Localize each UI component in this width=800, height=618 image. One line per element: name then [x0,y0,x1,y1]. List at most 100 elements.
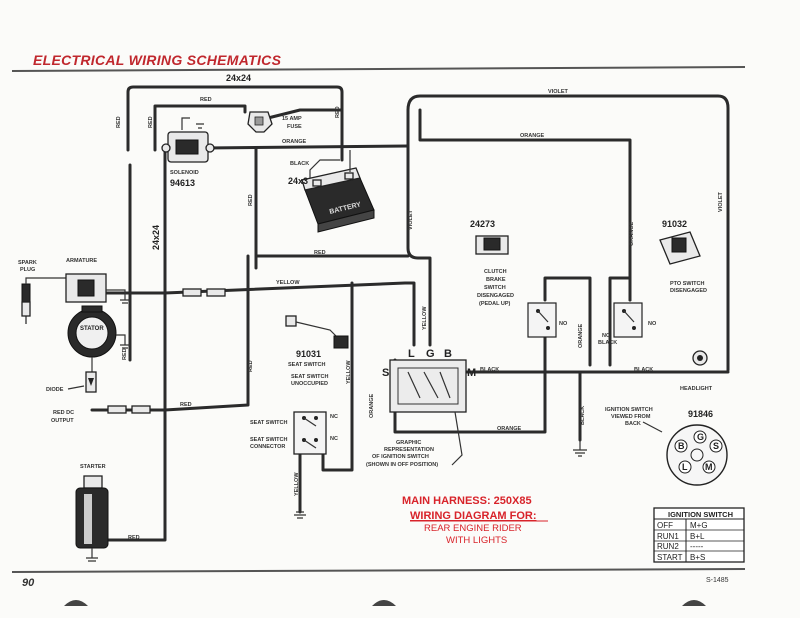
pto-no: NO [648,321,657,327]
table-row-contacts: M+G [690,521,708,530]
solenoid-part: 94613 [170,178,195,188]
wl-red-low: RED [180,402,192,408]
harness-line-3: REAR ENGINE RIDER [424,523,522,534]
table-row-pos: OFF [657,521,673,530]
seat-nc-1: NC [330,414,338,420]
wire-24x24-side: 24x24 [151,225,161,250]
clutch-l5: (PEDAL UP) [479,301,511,307]
ign-graphic-4: (SHOWN IN OFF POSITION) [366,462,438,468]
terminal-l: L [408,348,415,360]
page-code: S-1485 [706,577,729,584]
fuse-label-1: 15 AMP [282,116,302,122]
terminal-b: B [444,348,452,360]
wl-red-left2: RED [148,116,154,128]
wl-black-pto: BLACK [598,340,617,346]
wl-orange-v2: ORANGE [578,324,584,348]
pto-l1: PTO SWITCH [670,281,704,287]
wl-black-gnd: BLACK [580,406,586,425]
spark-plug: SPARK PLUG [18,260,73,324]
table-row-pos: RUN1 [657,532,679,541]
clutch-l2: BRAKE [486,277,506,283]
ignition-table: IGNITION SWITCH OFF M+G RUN1 B+L RUN2 --… [653,507,745,563]
wl-red-starter: RED [128,535,140,541]
back-g: G [697,432,704,442]
terminal-s: S [382,367,389,379]
pto-l2: DISENGAGED [670,288,707,294]
clutch-part: 24273 [470,219,495,229]
wl-yellow-ign: YELLOW [422,306,428,330]
armature: ARMATURE [65,258,130,304]
wl-black-ign: BLACK [480,367,499,373]
wires [78,85,730,542]
table-row-contacts: B+S [690,553,705,562]
spark-plug-label-2: PLUG [20,267,35,273]
ign-view-part: 91846 [688,409,713,419]
clutch-no: NO [559,321,568,327]
wl-red-top: RED [200,97,212,103]
starter-label: STARTER [80,464,106,470]
ign-graphic-1: GRAPHIC [396,440,421,446]
clutch-l3: SWITCH [484,285,506,291]
wire-24x24-top: 24x24 [226,73,251,83]
ign-graphic-3: OF IGNITION SWITCH [372,454,429,460]
binder-holes [64,600,706,606]
seat-part-label-2: SEAT SWITCH [291,374,329,380]
battery-size: 24x3 [288,176,308,186]
diode-label: DIODE [46,387,64,393]
clutch-l1: CLUTCH [484,269,507,275]
clutch-l4: DISENGAGED [477,293,514,299]
battery: BATTERY 24x3 [288,150,375,233]
wl-violet-v: VIOLET [408,209,414,230]
armature-label: ARMATURE [66,258,97,264]
wl-yellow-v: YELLOW [346,360,352,384]
wl-violet-top: VIOLET [548,89,569,95]
wl-red-mid: RED [248,194,254,206]
ign-view-2: VIEWED FROM [611,414,651,420]
clutch-switch: 24273 CLUTCH BRAKE SWITCH DISENGAGED (PE… [470,219,568,338]
stator-label: STATOR [80,326,104,332]
ign-view-3: BACK [625,421,641,427]
stator: STATOR [67,305,130,372]
seat-part-label: SEAT SWITCH [288,362,326,368]
spark-plug-label-1: SPARK [18,260,37,266]
headlight: HEADLIGHT [680,350,713,392]
back-b: B [678,441,685,451]
back-l: L [682,462,688,472]
fuse-label-2: FUSE [287,124,302,130]
wl-violet-right: VIOLET [718,191,724,212]
ign-graphic-2: REPRESENTATION [384,447,434,453]
back-s: S [713,441,719,451]
headlight-label: HEADLIGHT [680,386,713,392]
page-title: ELECTRICAL WIRING SCHEMATICS [33,52,282,68]
table-row-contacts: B+L [690,532,705,541]
seat-switch-part: 91031 SEAT SWITCH SEAT SWITCH UNOCCUPIED [285,315,349,387]
ignition-switch-graphic: L G B S M GRAPHIC REPRESENTATION OF IGNI… [366,348,476,468]
footer-rule [11,568,746,573]
terminal-g: G [426,348,435,360]
ign-view-1: IGNITION SWITCH [605,407,653,413]
wl-orange-1: ORANGE [282,139,306,145]
table-row-contacts: ----- [690,542,704,551]
wl-black-bat: BLACK [290,161,309,167]
table-row-pos: START [657,553,683,562]
solenoid: SOLENOID 94613 [161,117,215,188]
main-harness-caption: MAIN HARNESS: 250X85 WIRING DIAGRAM FOR:… [402,495,548,546]
terminal-m: M [467,367,476,379]
wl-yellow-h: YELLOW [276,280,300,286]
harness-line-1: MAIN HARNESS: 250X85 [402,495,532,507]
ignition-table-title: IGNITION SWITCH [668,510,733,519]
wire-labels: 24x24 RED RED RED RED ORANGE BLACK RED 2… [116,73,724,541]
wl-orange-v: ORANGE [629,222,635,246]
fuse-icon: 15 AMP FUSE [247,111,302,133]
inline-connectors [107,288,226,414]
wl-red-v: RED [122,348,128,360]
wl-red-h: RED [314,250,326,256]
page-number: 90 [22,577,35,589]
wl-black-head: BLACK [634,367,653,373]
seat-part-label-3: UNOCCUPIED [291,381,328,387]
pto-nc: NC [602,333,610,339]
seat-switch-label: SEAT SWITCH [250,420,288,426]
wl-orange-2: ORANGE [520,133,544,139]
pto-switch: 91032 PTO SWITCH DISENGAGED NO NC [602,219,707,339]
